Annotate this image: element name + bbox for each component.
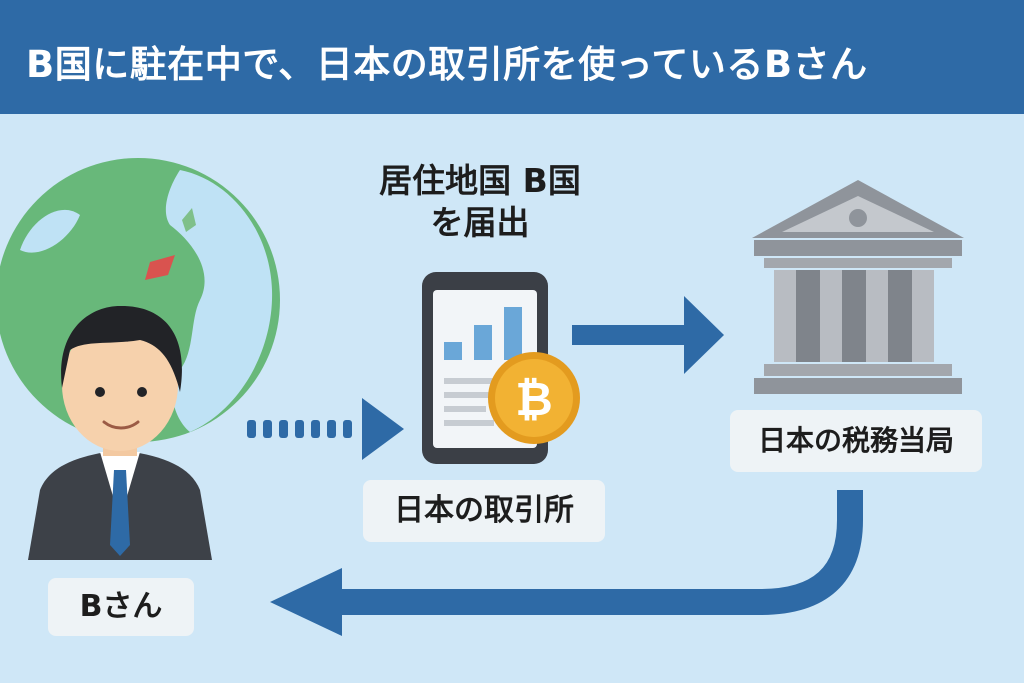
- return-arrow: [270, 490, 863, 636]
- businessman-icon: [28, 305, 212, 560]
- page-title: B国に駐在中で、日本の取引所を使っているBさん: [26, 43, 868, 86]
- bitcoin-icon: ₿: [488, 352, 580, 444]
- header-bar: B国に駐在中で、日本の取引所を使っているBさん: [0, 0, 1024, 114]
- svg-text:₿: ₿: [515, 372, 553, 426]
- dotted-arrow-to-exchange: [247, 398, 404, 460]
- government-building-icon: [752, 180, 964, 394]
- person-label: Bさん: [48, 578, 194, 636]
- tax-authority-label: 日本の税務当局: [730, 410, 982, 472]
- declaration-line-1: 居住地国 B国: [379, 161, 581, 200]
- declaration-caption: 居住地国 B国 を届出: [330, 160, 630, 244]
- declaration-line-2: を届出: [430, 203, 530, 242]
- exchange-label: 日本の取引所: [363, 480, 605, 542]
- arrow-to-tax-authority: [572, 296, 724, 374]
